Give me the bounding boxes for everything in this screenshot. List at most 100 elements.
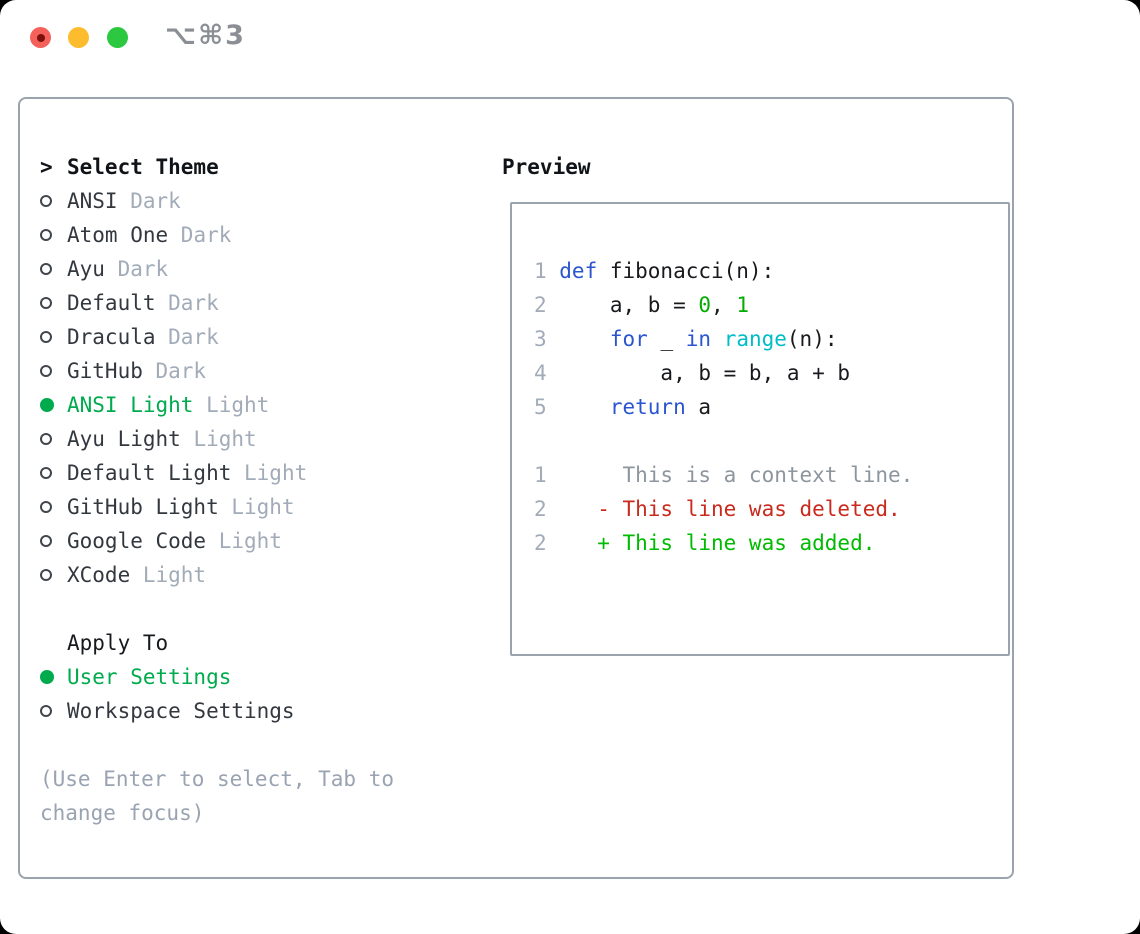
theme-option[interactable]: Default Dark xyxy=(40,286,480,320)
theme-option[interactable]: Dracula Dark xyxy=(40,320,480,354)
line-number: 2 xyxy=(534,293,547,317)
theme-option-tag: Dark xyxy=(130,189,181,213)
spacer xyxy=(40,592,480,626)
line-number: 4 xyxy=(534,361,547,385)
minimize-button[interactable] xyxy=(68,27,89,48)
theme-option-name: ANSI Light xyxy=(67,393,194,417)
theme-option[interactable]: Default Light Light xyxy=(40,456,480,490)
radio-icon xyxy=(40,331,52,343)
apply-to-title: Apply To xyxy=(67,631,169,655)
radio-slot xyxy=(40,569,67,581)
radio-icon xyxy=(40,705,52,717)
code-token: a, b = xyxy=(559,293,699,317)
code-token: , xyxy=(711,293,737,317)
apply-option-name: User Settings xyxy=(67,665,232,689)
code-token: This is a context line. xyxy=(559,463,914,487)
theme-list-title: Select Theme xyxy=(67,155,219,179)
code-token xyxy=(711,327,724,351)
theme-option-tag: Dark xyxy=(117,257,169,281)
code-token: 0 xyxy=(698,293,712,317)
theme-option-name: Google Code xyxy=(67,529,207,553)
close-dot-icon xyxy=(36,33,45,42)
radio-icon xyxy=(40,297,52,309)
theme-option-name: Ayu xyxy=(67,257,105,281)
zoom-button[interactable] xyxy=(107,27,128,48)
code-token: 1 xyxy=(736,293,749,317)
code-line: 5 return a xyxy=(534,390,1008,424)
theme-option[interactable]: Ayu Dark xyxy=(40,252,480,286)
radio-slot xyxy=(40,467,67,479)
theme-option-name: Default Light xyxy=(67,461,232,485)
theme-option-tag: Dark xyxy=(168,291,219,315)
diff-line-content: - This line was deleted. xyxy=(559,497,900,521)
radio-icon xyxy=(40,501,52,513)
code-line-content: a, b = b, a + b xyxy=(559,361,850,385)
radio-icon xyxy=(40,670,54,684)
diff-block: 1 This is a context line. 2 - This line w… xyxy=(534,458,1008,560)
theme-option[interactable]: GitHub Light Light xyxy=(40,490,480,524)
theme-option-tag: Light xyxy=(142,563,207,587)
apply-option[interactable]: Workspace Settings xyxy=(40,694,480,728)
radio-slot xyxy=(40,705,67,717)
theme-option-tag: Dark xyxy=(180,223,232,247)
radio-slot xyxy=(40,229,67,241)
code-line-content: a, b = 0, 1 xyxy=(559,293,749,317)
code-token: (n): xyxy=(786,327,838,351)
theme-option-name: Dracula xyxy=(67,325,156,349)
radio-icon xyxy=(40,433,52,445)
diff-line: 1 This is a context line. xyxy=(534,458,1008,492)
code-line: 3 for _ in range(n): xyxy=(534,322,1008,356)
radio-slot xyxy=(40,535,67,547)
theme-option-tag: Dark xyxy=(155,359,207,383)
theme-option-name: Default xyxy=(67,291,156,315)
code-token: def xyxy=(559,259,598,283)
apply-option[interactable]: User Settings xyxy=(40,660,480,694)
theme-option-name: Atom One xyxy=(67,223,169,247)
theme-option-name: GitHub xyxy=(67,359,143,383)
radio-slot xyxy=(40,331,67,343)
code-line: 1 def fibonacci(n): xyxy=(534,254,1008,288)
code-token: fibonacci(n): xyxy=(597,259,775,283)
code-line-content: return a xyxy=(559,395,711,419)
code-token: for xyxy=(609,327,648,351)
radio-slot xyxy=(40,433,67,445)
theme-option[interactable]: GitHub Dark xyxy=(40,354,480,388)
code-token: range xyxy=(723,327,787,351)
theme-option-tag: Light xyxy=(231,495,295,519)
line-number: 2 xyxy=(534,497,547,521)
theme-option-tag: Light xyxy=(193,427,257,451)
close-button[interactable] xyxy=(30,27,51,48)
diff-line: 2 + This line was added. xyxy=(534,526,1008,560)
diff-line-content: This is a context line. xyxy=(559,463,913,487)
radio-slot xyxy=(40,263,67,275)
line-number: 1 xyxy=(534,259,547,283)
line-number: 2 xyxy=(534,531,547,555)
theme-option-tag: Dark xyxy=(168,325,219,349)
radio-slot xyxy=(40,670,67,684)
theme-option-name: GitHub Light xyxy=(67,495,219,519)
code-token: a xyxy=(685,395,712,419)
code-token xyxy=(559,395,610,419)
code-token: _ xyxy=(647,327,686,351)
apply-option-name: Workspace Settings xyxy=(67,699,295,723)
radio-icon xyxy=(40,365,52,377)
preview-title: Preview xyxy=(502,155,591,179)
radio-slot xyxy=(40,501,67,513)
theme-option[interactable]: Atom One Dark xyxy=(40,218,480,252)
code-line-content: def fibonacci(n): xyxy=(559,259,774,283)
line-number: 5 xyxy=(534,395,547,419)
theme-option-tag: Light xyxy=(244,461,308,485)
code-line: 2 a, b = 0, 1 xyxy=(534,288,1008,322)
window-title: ⌥⌘3 xyxy=(165,20,246,51)
theme-list-header: >Select Theme xyxy=(40,150,480,184)
radio-slot xyxy=(40,398,67,412)
radio-slot xyxy=(40,195,67,207)
